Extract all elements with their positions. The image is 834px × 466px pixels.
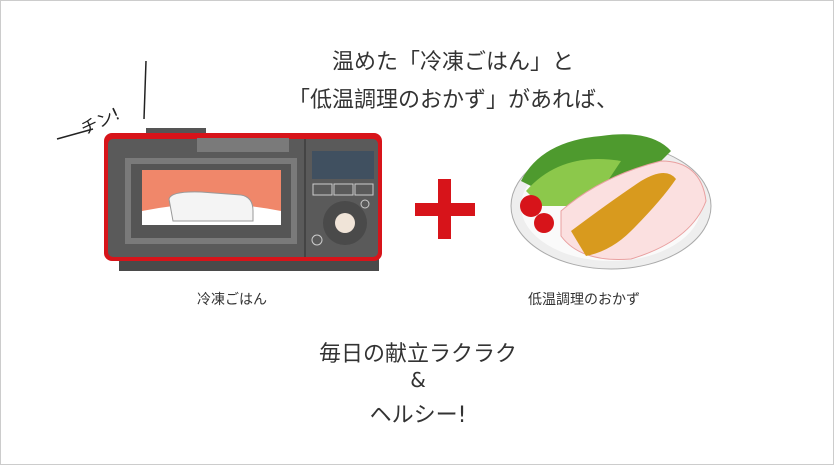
microwave-illustration — [104, 128, 382, 271]
bottom-line-1: 毎日の献立ラクラク — [318, 342, 517, 367]
chin-sound-lines — [56, 60, 147, 140]
caption-frozen-rice: 冷凍ごはん — [197, 292, 267, 308]
plus-icon — [415, 179, 475, 239]
headline-line-2: 「低温調理のおかず」があれば、 — [287, 88, 618, 113]
bottom-line-2: & — [410, 368, 426, 392]
bottom-line-3: ヘルシー! — [369, 403, 467, 428]
plate-illustration — [510, 134, 712, 270]
caption-low-temp-dish: 低温調理のおかず — [528, 292, 640, 308]
headline-line-1: 温めた「冷凍ごはん」と — [331, 50, 574, 75]
